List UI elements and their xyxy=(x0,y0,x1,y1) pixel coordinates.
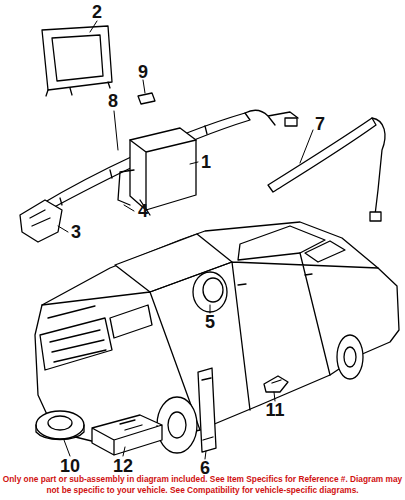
sensor xyxy=(264,376,288,392)
vehicle-body xyxy=(35,222,399,448)
callout-number: 2 xyxy=(92,3,102,21)
wheel xyxy=(157,397,197,453)
clock-spring xyxy=(36,411,84,439)
callout-number: 7 xyxy=(315,115,325,133)
callout-number: 4 xyxy=(138,202,148,220)
bracket xyxy=(20,200,62,242)
control-module xyxy=(92,415,162,455)
side-airbag xyxy=(198,368,216,452)
callout-number: 8 xyxy=(108,92,118,110)
clip xyxy=(138,93,155,104)
driver-airbag xyxy=(193,272,227,312)
callout-number: 9 xyxy=(138,63,148,81)
callout-number: 3 xyxy=(71,223,81,241)
callout-number: 11 xyxy=(265,401,284,419)
callout-number: 1 xyxy=(201,153,211,171)
disclaimer-note: Only one part or sub-assembly in diagram… xyxy=(2,474,403,495)
passenger-airbag xyxy=(130,128,196,210)
callout-number: 12 xyxy=(113,457,133,475)
airbag-frame xyxy=(42,26,112,90)
curtain-airbag xyxy=(40,113,250,212)
callout-number: 5 xyxy=(205,313,215,331)
wheel xyxy=(337,335,363,379)
callout-number: 10 xyxy=(60,457,80,475)
